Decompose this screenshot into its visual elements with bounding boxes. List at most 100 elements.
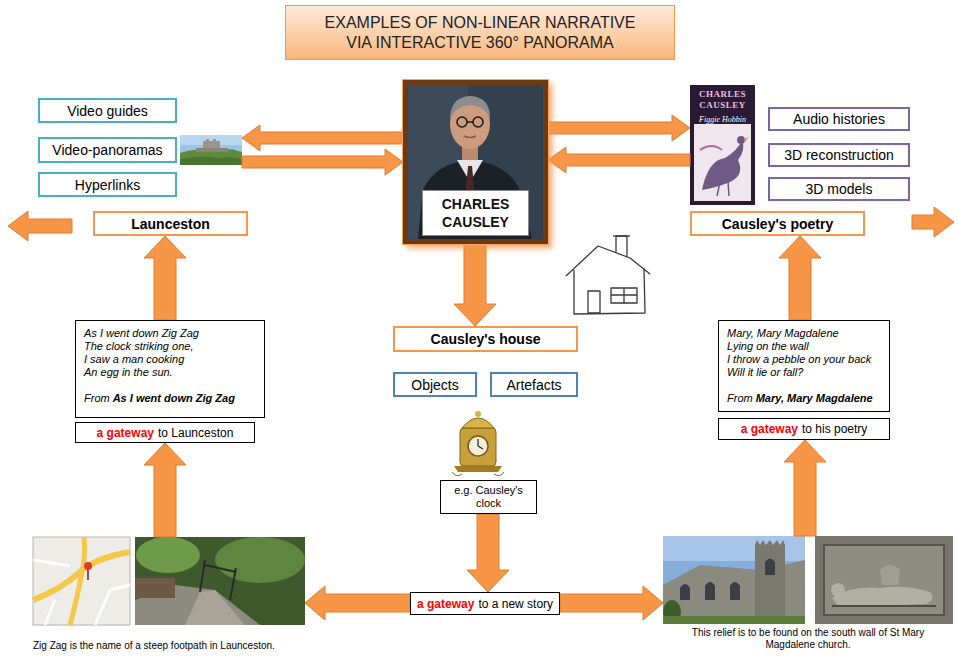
box-label: Video guides xyxy=(67,103,148,119)
mantel-clock xyxy=(475,411,481,417)
poem-verse: Mary, Mary Magdalene Lying on the wall I… xyxy=(727,327,871,379)
relief-photo xyxy=(880,565,900,585)
book-cover xyxy=(717,181,729,196)
book-author: CHARLES CAUSLEY xyxy=(699,89,746,111)
book-cover xyxy=(700,146,722,150)
footpath-photo xyxy=(185,590,245,625)
photo-pair: This relief is to be found on the south … xyxy=(663,536,953,651)
media-box: Hyperlinks xyxy=(38,172,177,197)
church-photo xyxy=(663,536,805,624)
block-arrow xyxy=(560,586,663,620)
mantel-clock xyxy=(478,439,483,449)
church-windows xyxy=(705,582,715,600)
gateway-box: a gateway to Launceston xyxy=(75,422,255,443)
relief-photo xyxy=(831,583,845,597)
church-windows xyxy=(680,559,775,601)
house-sketch xyxy=(574,268,645,314)
topic-box: Causley's poetry xyxy=(690,211,865,236)
gateway-word: a gateway xyxy=(741,422,798,436)
poem-box: Mary, Mary Magdalene Lying on the wall I… xyxy=(718,320,890,412)
diagram-title: EXAMPLES OF NON-LINEAR NARRATIVE VIA INT… xyxy=(325,13,636,53)
photo-caption: Zig Zag is the name of a steep footpath … xyxy=(33,640,275,652)
source-word: From xyxy=(727,392,753,404)
house-sketch xyxy=(566,236,650,314)
street-map xyxy=(84,562,92,570)
mantel-clock xyxy=(454,466,502,472)
block-arrow xyxy=(548,147,690,173)
poem-source: FromMary, Mary Magdalene xyxy=(727,392,873,405)
portrait-glasses xyxy=(457,117,467,127)
box-label: 3D reconstruction xyxy=(784,147,894,163)
portrait-photo xyxy=(418,160,532,239)
portrait-glasses xyxy=(457,117,483,127)
book-cover xyxy=(702,140,743,190)
house-sketch xyxy=(566,246,650,276)
gateway-target: to his poetry xyxy=(802,422,867,436)
mantel-clock xyxy=(462,418,494,428)
book-cover-node: CHARLES CAUSLEYFiggie Hobbin xyxy=(690,85,755,205)
poem-title: Mary, Mary Magdalene xyxy=(756,392,873,404)
book-cover xyxy=(737,136,745,144)
block-arrow xyxy=(548,115,690,141)
caption-box: e.g. Causley's clock xyxy=(440,480,537,514)
media-box: 3D models xyxy=(768,177,910,201)
block-arrow xyxy=(779,236,821,320)
book-cover xyxy=(690,85,755,205)
block-arrow xyxy=(305,586,410,620)
street-map xyxy=(33,560,130,625)
footpath-photo xyxy=(136,537,200,573)
footpath-photo xyxy=(135,578,175,598)
church-windows xyxy=(730,582,740,600)
church-photo xyxy=(755,540,785,545)
book-cover xyxy=(744,137,749,142)
box-label: Causley's house xyxy=(431,331,541,347)
relief-photo xyxy=(832,587,933,606)
source-word: From xyxy=(84,392,110,404)
church-photo xyxy=(663,536,805,624)
name-card: CHARLES CAUSLEY xyxy=(422,190,529,236)
book-cover xyxy=(690,85,755,205)
block-arrow xyxy=(242,149,403,175)
poem-verse: As I went down Zig Zag The clock strikin… xyxy=(84,327,199,379)
box-label: Video-panoramas xyxy=(38,137,177,163)
portrait-photo xyxy=(464,136,476,138)
church-photo xyxy=(663,616,805,624)
portrait-glasses xyxy=(473,117,483,127)
footpath-photo xyxy=(135,537,305,625)
gateway-target: to a new story xyxy=(478,597,553,611)
portrait-frame: CHARLES CAUSLEY xyxy=(403,80,548,244)
church-windows xyxy=(680,584,690,600)
castle-photo xyxy=(180,149,242,165)
box-label: 3D models xyxy=(806,181,873,197)
portrait-glasses xyxy=(467,121,473,123)
footpath-photo xyxy=(135,537,305,625)
gateway-word: a gateway xyxy=(417,597,474,611)
castle-photo xyxy=(180,135,242,165)
box-label: Artefacts xyxy=(506,377,561,393)
topic-box: Launceston xyxy=(93,211,248,236)
poem-title: As I went down Zig Zag xyxy=(113,392,235,404)
photo-caption: This relief is to be found on the south … xyxy=(692,627,924,651)
media-box: 3D reconstruction xyxy=(768,143,910,167)
media-box: Video-panoramas xyxy=(38,133,242,167)
gateway-box: a gateway to his poetry xyxy=(718,418,890,440)
poem-box: As I went down Zig Zag The clock strikin… xyxy=(75,320,265,418)
gateway-target: to Launceston xyxy=(158,426,233,440)
relief-photo xyxy=(832,605,936,607)
mantel-clock xyxy=(460,428,496,466)
gateway-box: a gateway to a new story xyxy=(410,592,560,615)
church-windows xyxy=(765,559,775,576)
gateway-word: a gateway xyxy=(97,426,154,440)
block-arrow xyxy=(242,125,403,151)
portrait-photo xyxy=(408,85,543,239)
house-sketch xyxy=(613,235,630,236)
portrait-photo xyxy=(450,96,490,120)
block-arrow xyxy=(784,440,826,536)
box-label: Objects xyxy=(411,377,458,393)
box-label: Launceston xyxy=(131,216,210,232)
block-arrow xyxy=(467,514,509,592)
item-box: Artefacts xyxy=(490,372,578,397)
street-map xyxy=(70,537,85,625)
castle-photo xyxy=(180,135,242,165)
